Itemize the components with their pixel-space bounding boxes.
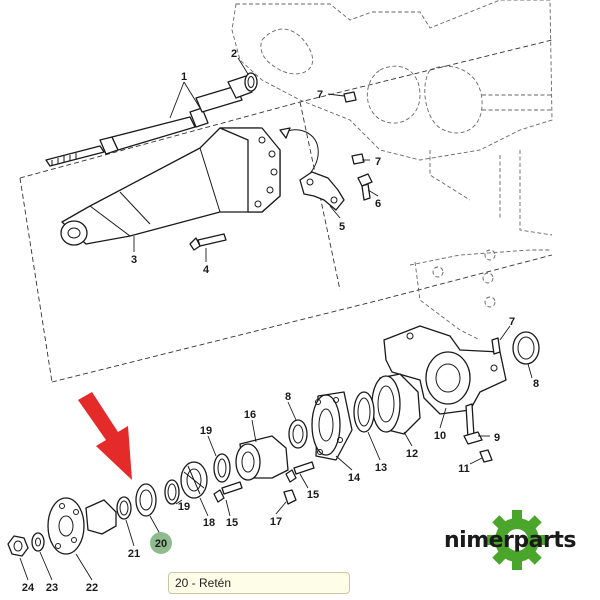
part-23-washer: [31, 532, 45, 552]
callout-18: 18: [203, 517, 215, 529]
callout-12: 12: [406, 448, 418, 460]
part-24-nut: [7, 535, 29, 557]
callout-9: 9: [494, 432, 500, 444]
part-14-flange-hub: [311, 391, 353, 461]
callout-21: 21: [128, 548, 140, 560]
part-8-seal-middle: [288, 419, 308, 449]
callout-7-a: 7: [317, 89, 323, 101]
part-7-pin-upper-a: [343, 91, 357, 103]
callout-15-left: 15: [226, 517, 238, 529]
callout-5: 5: [339, 221, 345, 233]
part-12-bearing-cup: [371, 373, 421, 435]
highlight-arrow: [78, 392, 132, 480]
part-9-bolt: [463, 403, 483, 445]
callout-11: 11: [458, 463, 470, 475]
callout-19-upper: 19: [200, 425, 212, 437]
callout-4: 4: [203, 264, 210, 276]
leader-lines: [19, 57, 533, 581]
callout-8-middle: 8: [285, 391, 291, 403]
callout-17: 17: [270, 516, 282, 528]
part-17-fitting: [283, 489, 297, 505]
part-2-snap-ring: [244, 72, 258, 92]
highlight-callout-20: 20: [150, 532, 172, 554]
callout-6: 6: [375, 198, 381, 210]
callout-15-right: 15: [307, 489, 319, 501]
callout-16: 16: [244, 409, 256, 421]
callout-22: 22: [86, 582, 98, 594]
callout-13: 13: [375, 462, 387, 474]
callout-1: 1: [181, 71, 187, 83]
nimerparts-gear-logo: [487, 510, 547, 570]
callout-labels: 1 2 3 4 5 6 7 7 8 9 10 11 12 13 14 15 15…: [22, 48, 539, 594]
callout-23: 23: [46, 582, 58, 594]
callout-10: 10: [434, 430, 446, 442]
rotation-arrow: [279, 127, 319, 177]
part-22-drive-flange: [47, 497, 117, 555]
part-19-ring-upper: [213, 453, 231, 483]
callout-14: 14: [348, 472, 361, 484]
part-caption: 20 - Retén: [168, 572, 350, 594]
highlight-label: 20: [155, 538, 167, 550]
part-20-seal: [135, 483, 157, 517]
part-4-bolt: [189, 233, 227, 251]
part-15-bolt-right: [285, 461, 315, 483]
part-1-shaft: [45, 75, 253, 167]
part-3-axle-housing: [60, 127, 281, 246]
callout-19-lower: 19: [178, 501, 190, 513]
part-18-roller-bearing: [180, 461, 208, 499]
callout-8-right: 8: [533, 378, 539, 390]
part-16-bearing-cone: [235, 435, 289, 481]
callout-7-b: 7: [375, 156, 381, 168]
part-8-seal-right: [512, 331, 540, 365]
part-15-bolt-left: [213, 481, 243, 503]
tractor-housing-ghost: [231, 0, 553, 341]
part-10-flange-housing: [383, 325, 507, 415]
part-6-bolt: [357, 173, 373, 201]
callout-2: 2: [231, 48, 237, 60]
callout-3: 3: [131, 254, 137, 266]
part-5-bracket: [299, 171, 345, 211]
callout-24: 24: [22, 582, 35, 594]
callout-7-right: 7: [509, 316, 515, 328]
brand-wordmark[interactable]: nimerparts: [444, 528, 576, 553]
part-13-seal-ring: [353, 391, 375, 433]
part-7-pin-upper-b: [351, 153, 365, 165]
part-7-pin-right: [491, 337, 501, 355]
part-19-ring-lower: [164, 479, 180, 505]
part-11-grease-fitting: [479, 449, 493, 463]
part-21-ring: [116, 496, 132, 520]
